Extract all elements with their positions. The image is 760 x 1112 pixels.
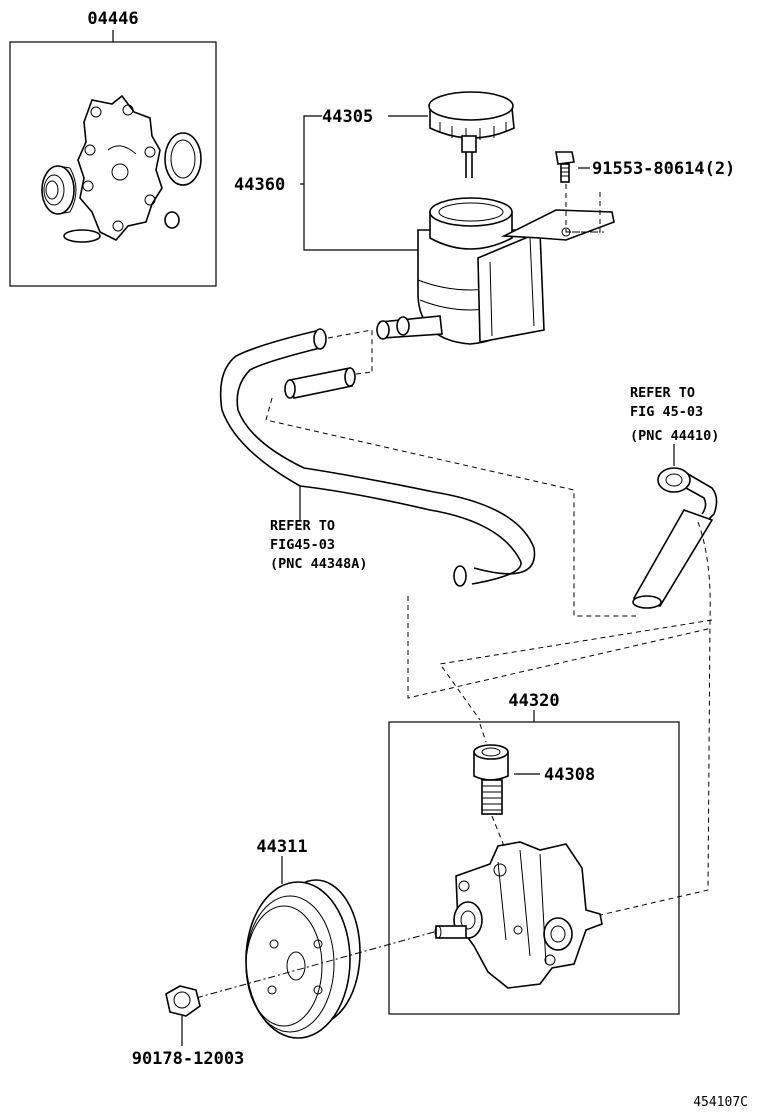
pulley-group: 44311 — [195, 837, 435, 1039]
small-o-ring-right[interactable] — [164, 211, 180, 229]
part-number-04446[interactable]: 04446 — [87, 9, 138, 29]
pump-assy-group: 44320 44308 — [388, 691, 680, 1015]
flow-control-valve[interactable] — [473, 744, 509, 815]
gasket-kit-group: 04446 — [9, 9, 217, 287]
return-hose[interactable] — [219, 328, 536, 587]
refer-right-line-2: FIG 45-03 — [630, 404, 703, 420]
part-number-90178-12003[interactable]: 90178-12003 — [132, 1049, 245, 1069]
nut-group: 90178-12003 — [132, 985, 245, 1069]
refer-left-line-2: FIG45-03 — [270, 537, 335, 553]
refer-left-line-3: (PNC 44348A) — [270, 556, 368, 572]
part-number-44320[interactable]: 44320 — [508, 691, 559, 711]
oil-seal[interactable] — [41, 165, 77, 215]
part-number-44305[interactable]: 44305 — [322, 107, 373, 127]
pump-body[interactable] — [434, 841, 603, 989]
pulley[interactable] — [245, 879, 361, 1039]
refer-right-line-3: (PNC 44410) — [630, 428, 719, 444]
figure-id: 454107C — [693, 1095, 748, 1110]
gasket-plate[interactable] — [77, 94, 163, 241]
reservoir-tank[interactable] — [376, 197, 615, 345]
part-number-91553-80614[interactable]: 91553-80614(2) — [592, 159, 735, 179]
bolt[interactable] — [555, 151, 575, 183]
part-number-44360[interactable]: 44360 — [234, 175, 285, 195]
reservoir-group: 44360 44305 — [234, 91, 735, 345]
pressure-hose[interactable] — [632, 467, 718, 609]
refer-left-line-1: REFER TO — [270, 518, 335, 534]
part-number-44311[interactable]: 44311 — [256, 837, 307, 857]
refer-right-line-1: REFER TO — [630, 385, 695, 401]
part-number-44308[interactable]: 44308 — [544, 765, 595, 785]
small-o-ring-bottom[interactable] — [63, 229, 101, 243]
nut[interactable] — [165, 985, 201, 1017]
large-o-ring[interactable] — [164, 132, 202, 186]
reservoir-cap[interactable] — [428, 91, 515, 178]
